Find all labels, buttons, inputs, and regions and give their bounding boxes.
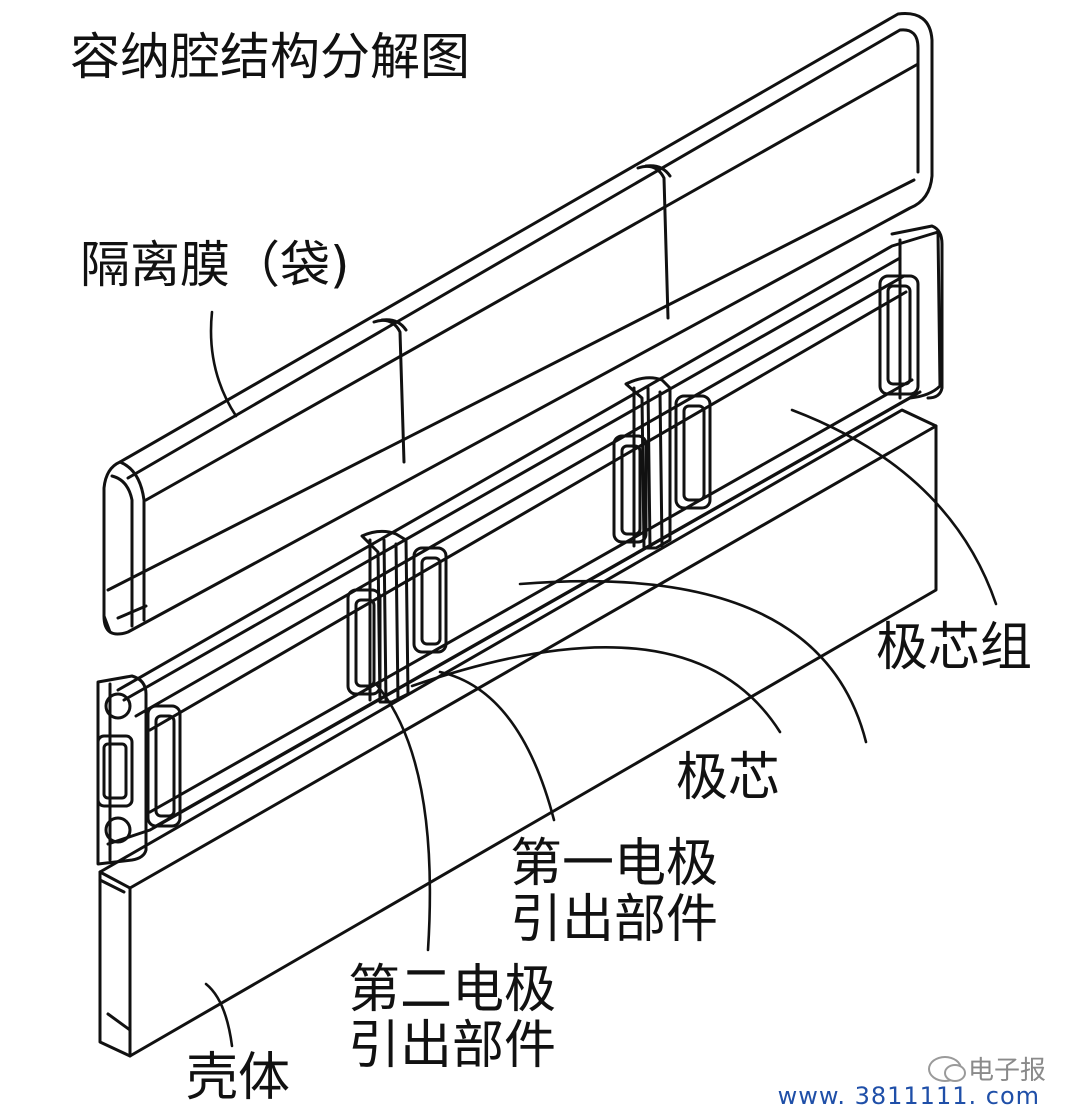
leader-core — [518, 579, 868, 744]
separator-label: 隔离膜（袋) — [80, 236, 350, 294]
core-label: 极芯 — [676, 748, 781, 808]
watermark: 电子报 — [927, 1050, 1046, 1087]
second-lead-label-line2: 引出部件 — [348, 1016, 557, 1077]
first-lead-label: 第一电极 引出部件 — [510, 836, 718, 948]
shell — [98, 408, 938, 1058]
leader-separator — [209, 310, 238, 418]
diagram-title: 容纳腔结构分解图 — [70, 28, 470, 86]
watermark-text: 电子报 — [967, 1056, 1046, 1086]
second-lead-label-line1: 第二电极 — [348, 960, 557, 1020]
core-group-label: 极芯组 — [876, 618, 1033, 678]
separator-bag — [102, 12, 934, 636]
shell-label: 壳体 — [186, 1048, 291, 1108]
leader-first-lead-core — [410, 646, 782, 734]
leader-second-lead — [374, 682, 432, 952]
leader-lines — [204, 310, 998, 1048]
leader-shell — [204, 982, 234, 1048]
wechat-icon — [927, 1055, 966, 1082]
first-lead-label-line2: 引出部件 — [510, 890, 719, 951]
source-url: www. 3811111. com — [777, 1082, 1040, 1110]
first-lead-label-line1: 第一电极 — [510, 834, 719, 894]
core-group — [96, 224, 944, 866]
leader-first-lead — [438, 670, 556, 822]
second-lead-label: 第二电极 引出部件 — [348, 962, 556, 1074]
leader-core-group — [790, 408, 998, 606]
